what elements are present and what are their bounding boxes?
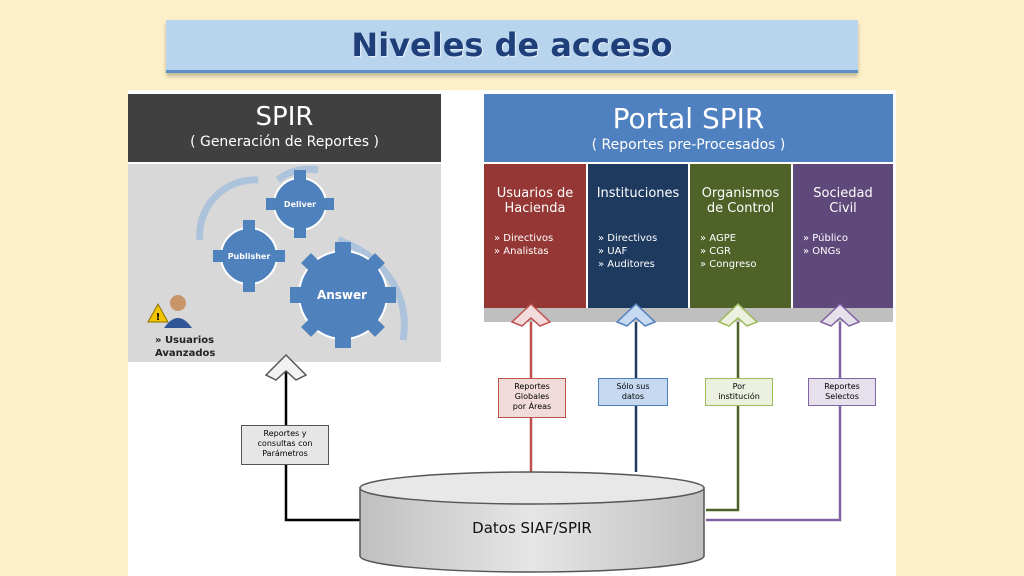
arrow-civil — [819, 302, 861, 327]
gear-label-publisher: Publisher — [228, 252, 271, 261]
list-item: » Analistas — [494, 246, 549, 257]
tag-instituciones: Sólo sus datos — [598, 378, 668, 406]
gear-label-deliver: Deliver — [284, 200, 316, 209]
tag-line: Parámetros — [262, 449, 308, 458]
arrow-hacienda — [510, 302, 552, 327]
column-title-line: Civil — [829, 201, 857, 216]
list-item: » UAF — [598, 246, 628, 257]
column-title-line: Organismos — [701, 186, 780, 201]
tag-line: Selectos — [825, 392, 859, 401]
column-title-line: de Control — [706, 201, 775, 216]
tag-line: Reportes — [824, 382, 860, 391]
gear-label-answer: Answer — [317, 288, 367, 302]
line-control — [706, 322, 740, 512]
portal-title: Portal SPIR — [612, 102, 765, 135]
list-item: » AGPE — [700, 233, 737, 244]
spir-header: SPIR ( Generación de Reportes ) — [128, 94, 441, 162]
arrow-spir — [264, 353, 308, 381]
tag-line: Por — [732, 382, 746, 391]
column-title-line: Hacienda — [504, 201, 566, 216]
line-civil — [706, 322, 842, 522]
list-item: » Directivos — [494, 233, 554, 244]
tag-line: datos — [621, 392, 645, 401]
list-item: » Público — [803, 233, 849, 244]
tag-line: Sólo sus — [616, 382, 650, 391]
portal-base-band — [484, 308, 893, 322]
tag-control: Por institución — [705, 378, 773, 406]
list-item: » CGR — [700, 246, 731, 257]
list-item: » Congreso — [700, 259, 757, 270]
tag-spir: Reportes y consultas con Parámetros — [241, 425, 329, 465]
portal-header: Portal SPIR ( Reportes pre-Procesados ) — [484, 94, 893, 162]
list-item: » ONGs — [803, 246, 841, 257]
tag-line: Reportes — [514, 382, 550, 391]
tag-line: Globales — [514, 392, 550, 401]
diagram-graphics: Deliver Publisher Answer ! — [147, 165, 861, 573]
list-item: » Directivos — [598, 233, 658, 244]
user-label-line: Avanzados — [155, 348, 216, 359]
gear-teeth — [213, 170, 396, 348]
database-label: Datos SIAF/SPIR — [472, 519, 592, 537]
slide-title: Niveles de acceso — [351, 26, 673, 64]
user-label: » Usuarios Avanzados — [155, 334, 215, 360]
spir-title: SPIR — [255, 102, 314, 132]
portal-subtitle: ( Reportes pre-Procesados ) — [591, 137, 786, 153]
tag-line: consultas con — [257, 439, 313, 448]
column-title-line: Usuarios de — [496, 186, 574, 201]
line-spir — [284, 370, 363, 522]
column-instituciones: Instituciones » Directivos » UAF » Audit… — [588, 164, 688, 308]
database-icon — [359, 471, 705, 573]
column-title-line: Instituciones — [596, 186, 680, 201]
arrow-control — [717, 302, 759, 327]
tag-line: Reportes y — [263, 429, 307, 438]
tag-line: institución — [718, 392, 760, 401]
svg-text:!: ! — [156, 312, 161, 323]
list-item: » Auditores — [598, 259, 655, 270]
tag-civil: Reportes Selectos — [808, 378, 876, 406]
user-label-line: » Usuarios — [155, 335, 215, 346]
tag-hacienda: Reportes Globales por Áreas — [498, 378, 566, 418]
column-title-line: Sociedad — [813, 186, 873, 201]
tag-line: por Áreas — [512, 402, 552, 411]
diagram-canvas: SPIR ( Generación de Reportes ) Portal S… — [128, 90, 896, 576]
title-banner: Niveles de acceso — [166, 20, 858, 73]
user-icon: ! — [147, 295, 192, 328]
spir-subtitle: ( Generación de Reportes ) — [190, 134, 379, 150]
arrow-instituciones — [615, 302, 657, 327]
